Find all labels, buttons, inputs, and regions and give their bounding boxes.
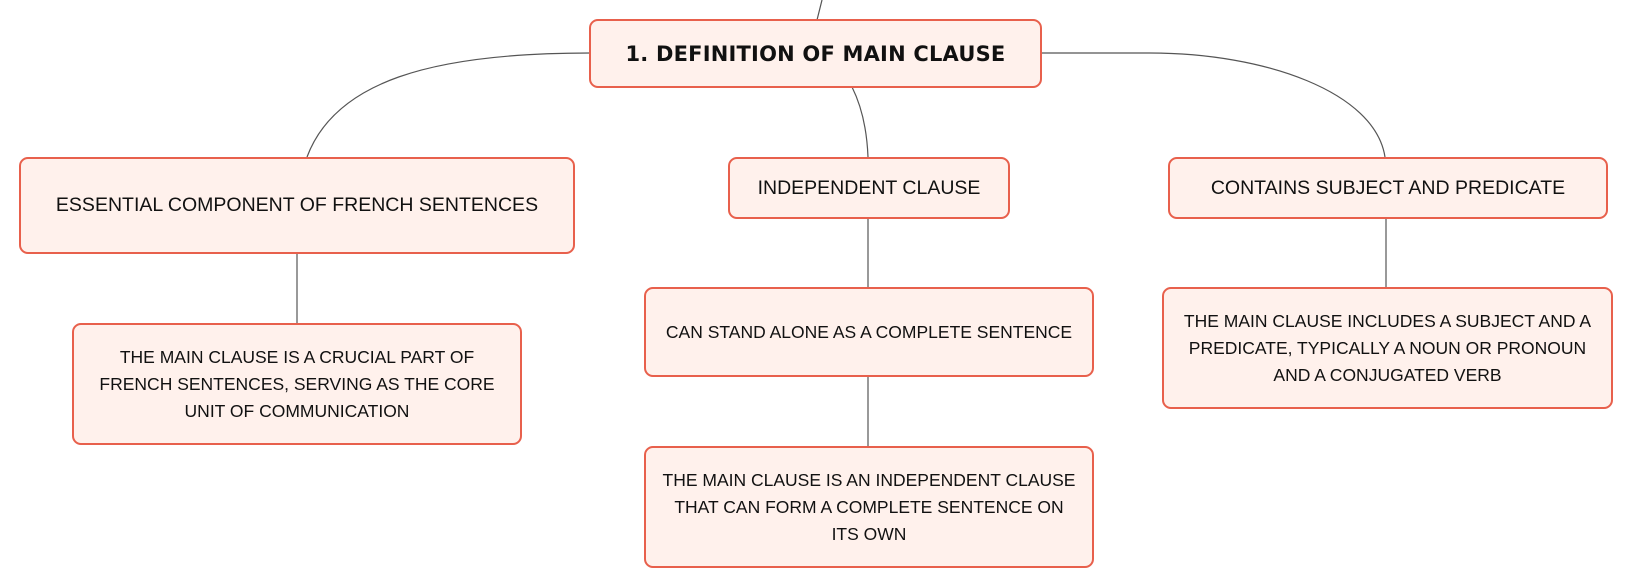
node-essential-component[interactable]: ESSENTIAL COMPONENT OF FRENCH SENTENCES: [19, 157, 575, 254]
node-contains-subject-detail[interactable]: THE MAIN CLAUSE INCLUDES A SUBJECT AND A…: [1162, 287, 1613, 409]
node-independent-clause-detail-text: THE MAIN CLAUSE IS AN INDEPENDENT CLAUSE…: [662, 469, 1076, 544]
node-stand-alone[interactable]: CAN STAND ALONE AS A COMPLETE SENTENCE: [644, 287, 1094, 377]
connector-root-to-contains-subject: [1041, 52, 1386, 158]
node-stand-alone-label: CAN STAND ALONE AS A COMPLETE SENTENCE: [665, 321, 1073, 342]
node-essential-component-label: ESSENTIAL COMPONENT OF FRENCH SENTENCES: [55, 194, 539, 216]
node-contains-subject-predicate-label: CONTAINS SUBJECT AND PREDICATE: [1210, 176, 1566, 199]
root-node[interactable]: 1. DEFINITION OF MAIN CLAUSE: [589, 19, 1042, 88]
connector-root-to-essential-component: [306, 52, 591, 158]
node-essential-component-detail[interactable]: THE MAIN CLAUSE IS A CRUCIAL PART OF FRE…: [72, 323, 522, 445]
connector-parent-to-root: [816, 0, 823, 21]
connector-root-to-independent-clause: [851, 86, 869, 158]
node-contains-subject-detail-text: THE MAIN CLAUSE INCLUDES A SUBJECT AND A…: [1183, 310, 1592, 385]
node-independent-clause-label: INDEPENDENT CLAUSE: [757, 176, 981, 199]
node-independent-clause-detail[interactable]: THE MAIN CLAUSE IS AN INDEPENDENT CLAUSE…: [644, 446, 1094, 568]
node-contains-subject-predicate[interactable]: CONTAINS SUBJECT AND PREDICATE: [1168, 157, 1608, 219]
node-independent-clause[interactable]: INDEPENDENT CLAUSE: [728, 157, 1010, 219]
root-node-label: 1. DEFINITION OF MAIN CLAUSE: [625, 41, 1006, 66]
node-essential-component-detail-text: THE MAIN CLAUSE IS A CRUCIAL PART OF FRE…: [99, 346, 495, 421]
